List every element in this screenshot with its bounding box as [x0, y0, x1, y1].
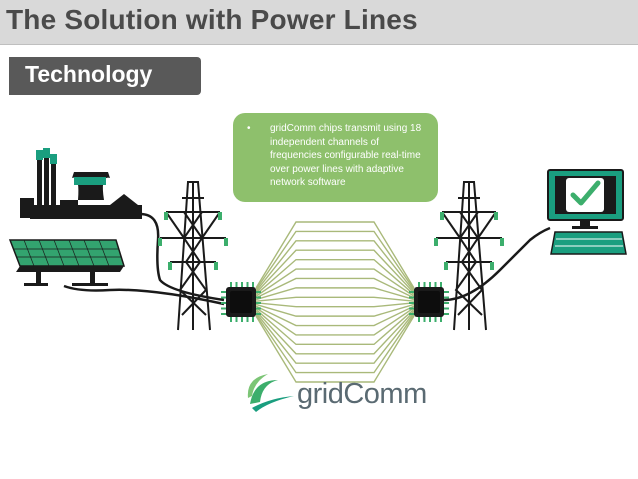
channel-line: [255, 296, 415, 302]
chip-pin: [423, 316, 426, 322]
chip-pin: [252, 282, 254, 288]
chip-pin: [241, 316, 243, 322]
chip-pin: [443, 296, 449, 299]
insulators: [158, 212, 504, 270]
chip-pin: [230, 316, 232, 322]
chip-pin: [440, 316, 442, 322]
chip-pin: [221, 291, 227, 293]
channel-line: [255, 312, 415, 364]
computer-icon: [547, 169, 627, 255]
gridcomm-logo-text: gridComm: [297, 378, 427, 411]
chip-pin: [443, 291, 449, 293]
channel-line: [255, 221, 415, 289]
chip-pin: [409, 302, 415, 304]
chip-pin: [429, 282, 431, 288]
callout-bullet: •: [247, 123, 251, 134]
chip-pin: [443, 307, 449, 310]
power-plant-icon: [20, 148, 142, 219]
chip-pin: [221, 313, 227, 315]
chip-pin: [429, 316, 431, 322]
chip-pin: [252, 316, 254, 322]
chip-pin: [434, 282, 437, 288]
channel-line: [255, 315, 415, 383]
chip-pin: [418, 316, 420, 322]
chip-pin: [221, 302, 227, 304]
chip-pin: [221, 296, 227, 299]
logo-comm: Comm: [343, 378, 427, 410]
chip-pin: [235, 316, 238, 322]
channel-line: [255, 305, 415, 327]
slide-title: The Solution with Power Lines: [6, 4, 418, 35]
channel-line: [255, 230, 415, 291]
channel-line: [255, 287, 415, 301]
callout-text: gridComm chips transmit using 18 indepen…: [270, 123, 422, 188]
chip-pin: [409, 307, 415, 310]
chip-pin: [230, 282, 232, 288]
chip-pin: [409, 291, 415, 293]
keyboard-icon: [550, 231, 627, 255]
channel-line: [255, 302, 415, 308]
chip-pin: [255, 307, 261, 310]
channel-line: [255, 258, 415, 296]
chip-pin: [418, 282, 420, 288]
channel-line: [255, 313, 415, 374]
chip-pin: [246, 316, 249, 322]
channel-line: [255, 310, 415, 355]
channel-line: [255, 303, 415, 317]
gridcomm-logo-icon: [247, 374, 294, 412]
chip-pin: [235, 282, 238, 288]
chip-pin: [443, 302, 449, 304]
channel-line: [255, 249, 415, 294]
channel-line: [255, 307, 415, 336]
chip-pin: [246, 282, 249, 288]
section-label: Technology: [25, 61, 153, 87]
chip-pin: [255, 302, 261, 304]
logo-grid: grid: [297, 378, 344, 410]
chip-pin: [255, 291, 261, 293]
chip-pin: [440, 282, 442, 288]
info-callout: • gridComm chips transmit using 18 indep…: [233, 113, 438, 202]
chip-pin: [221, 307, 227, 310]
solar-panel-icon: [8, 239, 126, 286]
chip-pin: [241, 282, 243, 288]
chip-pin: [423, 282, 426, 288]
transmission-tower-left: [160, 181, 226, 331]
chip-pin: [255, 296, 261, 299]
channel-line: [255, 268, 415, 297]
channel-line: [255, 308, 415, 346]
title-bar: The Solution with Power Lines: [0, 0, 638, 45]
chip-pin: [255, 313, 261, 315]
chip-right-icon: [409, 282, 449, 322]
channel-line: [255, 240, 415, 292]
chip-pin: [409, 296, 415, 299]
transmission-tower-right: [436, 181, 502, 331]
chip-pin: [434, 316, 437, 322]
chip-pin: [443, 313, 449, 315]
chip-left-icon: [221, 282, 261, 322]
channel-line: [255, 277, 415, 299]
chip-pin: [409, 313, 415, 315]
section-tab: Technology: [9, 57, 201, 95]
channel-lines: [255, 221, 415, 383]
